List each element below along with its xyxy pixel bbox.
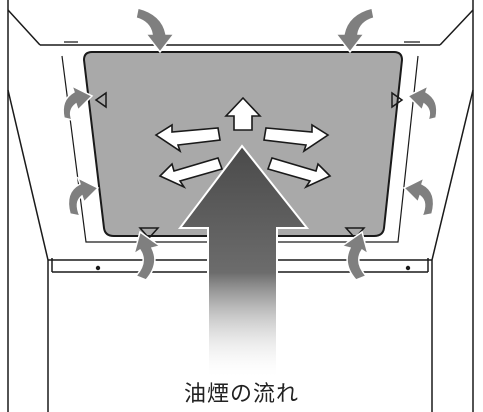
screw-left [95,265,101,271]
straight-arrow-up [224,96,262,131]
hood-body [7,0,474,412]
curved-arrows [62,7,438,281]
curved-arrow-left-upper [62,84,94,122]
triangle-right-marker [391,91,404,109]
diagonal-arrows [154,123,332,189]
oil-smoke-main-arrow [177,144,310,377]
curved-arrow-top-left [135,7,176,54]
straight-arrow-down-right [266,157,332,189]
straight-arrow-up-left [154,123,221,153]
grease-filter-panel [82,51,404,237]
curved-arrow-bottom-right [340,230,370,281]
triangle-down-marker-left [138,227,160,240]
oil-smoke-flow-caption: 油煙の流れ [183,382,299,407]
screw-right [405,265,411,271]
curved-arrow-bottom-left [132,230,162,281]
straight-arrow-up-right [263,123,330,153]
curved-arrow-left-lower [67,176,100,218]
triangle-left-marker [94,91,107,109]
straight-arrow-down-left [158,157,224,189]
curved-arrow-right-lower [402,176,435,218]
curved-arrow-right-upper [406,84,438,122]
curved-arrow-top-right [334,7,375,54]
